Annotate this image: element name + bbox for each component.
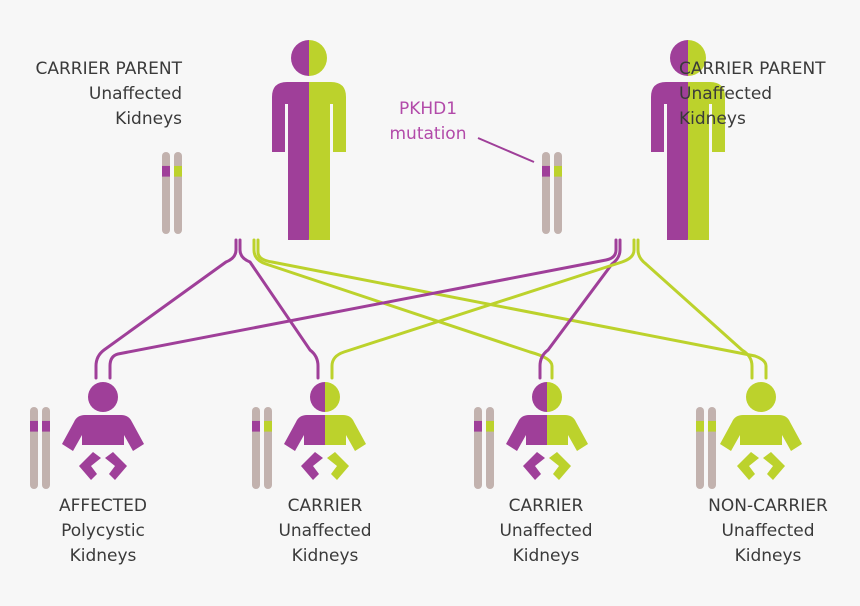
child-2-label: CARRIER Unaffected Kidneys xyxy=(240,494,410,569)
mutation-pointer-line xyxy=(477,137,535,163)
parent-right-organ: Kidneys xyxy=(679,109,746,129)
mutation-gene: PKHD1 xyxy=(398,99,458,119)
child-1-figure xyxy=(62,382,144,480)
line-p1-mutant-to-affected xyxy=(94,238,238,380)
parent-right-label: CARRIER PARENT Unaffected Kidneys xyxy=(679,57,851,132)
inheritance-lines xyxy=(94,238,768,380)
child-3-role: CARRIER xyxy=(508,496,584,516)
mutation-word: mutation xyxy=(389,124,467,144)
child-2-chromosomes xyxy=(252,407,272,489)
parent-left-label: CARRIER PARENT Unaffected Kidneys xyxy=(10,57,182,132)
line-p2-mutant-to-affected xyxy=(108,238,618,380)
line-p2-normal-to-noncarrier xyxy=(636,238,754,380)
child-4-status: Unaffected xyxy=(721,521,815,541)
child-2-organ: Kidneys xyxy=(291,546,359,566)
parent-left-role: CARRIER PARENT xyxy=(35,59,182,79)
child-1-status: Polycystic xyxy=(61,521,145,541)
child-4-role: NON-CARRIER xyxy=(708,496,828,516)
child-1-role: AFFECTED xyxy=(58,496,147,516)
child-4-figure xyxy=(720,382,802,480)
child-4-chromosomes xyxy=(696,407,716,489)
parent-left-chromosomes xyxy=(162,152,182,234)
mutation-label: PKHD1 mutation xyxy=(370,97,486,147)
parent-left-status: Unaffected xyxy=(88,84,182,104)
parent-left-organ: Kidneys xyxy=(115,109,182,129)
parent-left-figure xyxy=(272,40,346,240)
child-3-organ: Kidneys xyxy=(512,546,580,566)
line-p2-normal-to-carrier xyxy=(330,238,636,380)
parent-right-status: Unaffected xyxy=(679,84,773,104)
child-1-label: AFFECTED Polycystic Kidneys xyxy=(18,494,188,569)
parent-right-role: CARRIER PARENT xyxy=(679,59,826,79)
parent-right-chromosomes xyxy=(542,152,562,234)
child-4-label: NON-CARRIER Unaffected Kidneys xyxy=(683,494,853,569)
line-p1-normal-to-carrier xyxy=(252,238,554,380)
child-2-figure xyxy=(284,382,366,480)
line-p2-mutant-to-carrier xyxy=(538,238,622,380)
child-1-chromosomes xyxy=(30,407,50,489)
line-p1-mutant-to-carrier xyxy=(238,238,320,380)
child-3-figure xyxy=(506,382,588,480)
child-4-organ: Kidneys xyxy=(734,546,802,566)
child-1-organ: Kidneys xyxy=(69,546,137,566)
child-2-role: CARRIER xyxy=(287,496,363,516)
child-3-status: Unaffected xyxy=(499,521,593,541)
child-3-chromosomes xyxy=(474,407,494,489)
child-2-status: Unaffected xyxy=(278,521,372,541)
child-3-label: CARRIER Unaffected Kidneys xyxy=(461,494,631,569)
line-p1-normal-to-noncarrier xyxy=(256,238,768,380)
